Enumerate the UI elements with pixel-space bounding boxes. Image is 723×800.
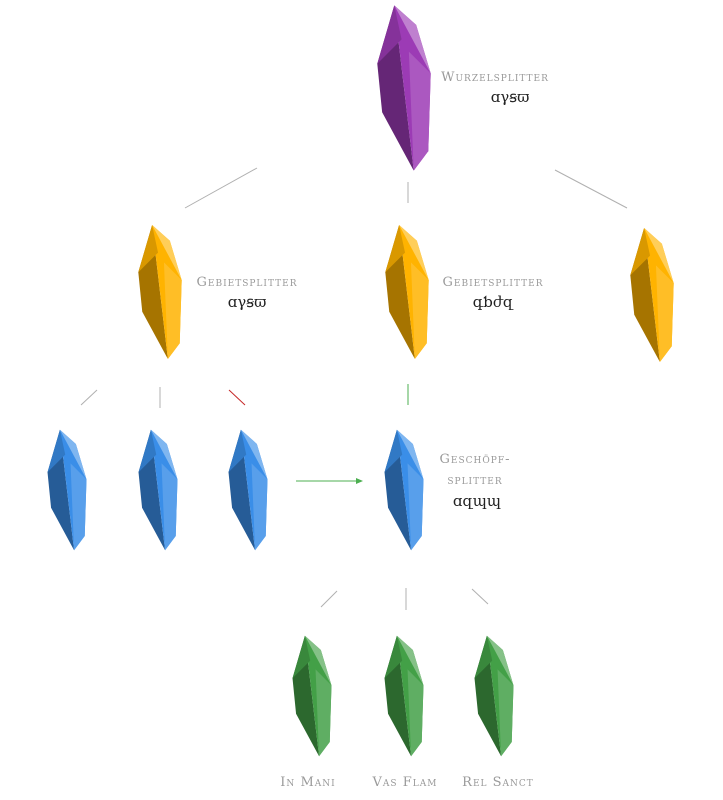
- crystal-creature-3: [228, 429, 268, 551]
- arrow-head: [356, 478, 363, 484]
- root-script: ɑγꞩϖ: [490, 88, 530, 106]
- connector-root-left: [184, 167, 258, 209]
- root-label: Wurzelsplitter: [441, 70, 549, 85]
- connector-creature-leaf-3: [471, 588, 489, 605]
- connector-domain-left-3-forbidden: [228, 389, 246, 406]
- crystal-domain-right: [630, 227, 674, 363]
- creature-script: ɑզպɰ: [452, 492, 502, 510]
- crystal-leaf-3: [474, 635, 514, 757]
- crystal-domain-middle: [385, 224, 429, 360]
- crystal-domain-left: [138, 224, 182, 360]
- connectors: [80, 167, 628, 610]
- crystal-root: [377, 5, 431, 171]
- crystal-leaf-1: [292, 635, 332, 757]
- connector-domain-left-1: [80, 389, 98, 406]
- leaf-label-3: Rel Sanct: [462, 775, 534, 790]
- domain-left-label: Gebietsplitter: [196, 275, 298, 290]
- crystals: [47, 5, 674, 757]
- leaf-label-1: In Mani: [280, 775, 336, 790]
- domain-middle-script: գƅժզ: [472, 293, 514, 311]
- leaf-label-2: Vas Flam: [372, 775, 438, 790]
- creature-label-line1: Geschöpf-: [439, 452, 511, 467]
- crystal-creature-1: [47, 429, 87, 551]
- crystal-creature-main: [384, 429, 424, 551]
- creature-label-line2: splitter: [447, 473, 503, 488]
- connector-creature-leaf-1: [320, 590, 338, 608]
- domain-middle-label: Gebietsplitter: [442, 275, 544, 290]
- crystal-creature-2: [138, 429, 178, 551]
- crystal-leaf-2: [384, 635, 424, 757]
- domain-left-script: ɑγꞩϖ: [227, 293, 267, 311]
- connector-root-right: [554, 169, 628, 209]
